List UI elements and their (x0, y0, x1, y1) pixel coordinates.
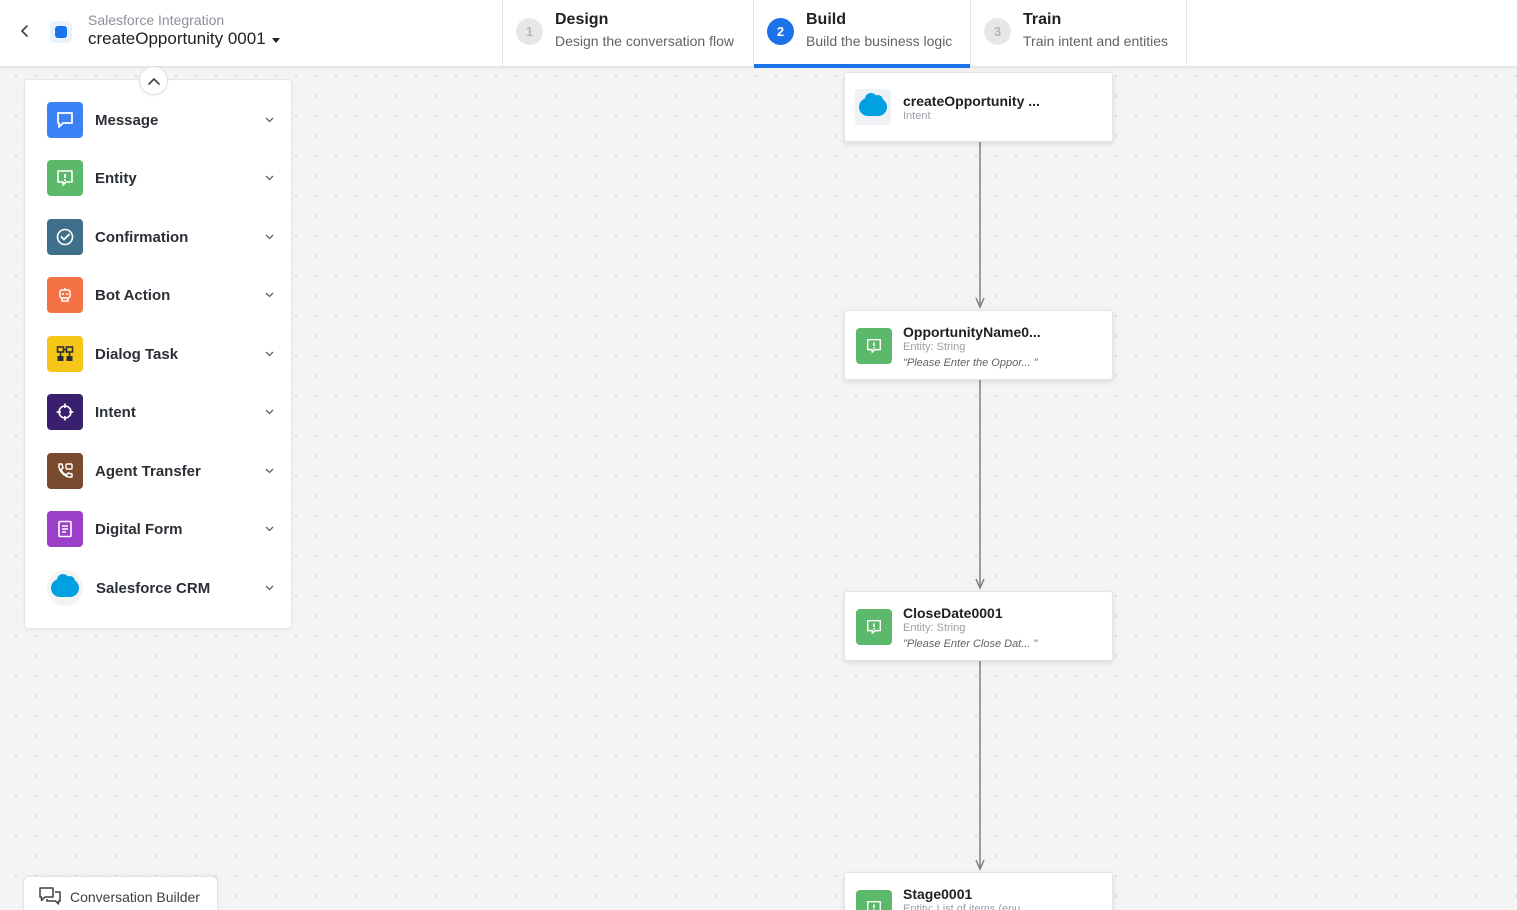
palette-item-confirmation[interactable]: Confirmation (47, 218, 275, 256)
palette-item-label: Salesforce CRM (96, 579, 211, 597)
palette-item-intent[interactable]: Intent (47, 393, 275, 431)
node-prompt: "Please Enter Close Dat... " (903, 638, 1038, 650)
step-description: Train intent and entities (1023, 33, 1169, 49)
step-title: Train (1023, 11, 1062, 28)
bot-action-icon (47, 277, 83, 313)
bot-selector[interactable]: createOpportunity 0001 (88, 29, 280, 49)
node-title: createOpportunity ... (903, 93, 1040, 109)
node-title: CloseDate0001 (903, 605, 1003, 621)
step-description: Design the conversation flow (555, 33, 734, 49)
chevron-down-icon[interactable] (263, 465, 275, 477)
caret-down-icon (271, 38, 280, 43)
chevron-down-icon[interactable] (263, 406, 275, 418)
message-icon (47, 102, 83, 138)
palette-item-label: Bot Action (95, 286, 171, 304)
conversation-builder-label: Conversation Builder (70, 889, 200, 905)
entity-icon (856, 609, 892, 645)
flow-node-intent[interactable]: createOpportunity ... Intent (844, 72, 1113, 142)
step-description: Build the business logic (806, 33, 953, 49)
chevron-left-icon (21, 25, 28, 37)
node-type: Entity: String (903, 341, 966, 353)
palette-item-label: Confirmation (95, 228, 189, 246)
step-number: 3 (984, 18, 1011, 45)
collapse-palette-button[interactable] (139, 66, 168, 95)
tab-build[interactable]: 2 Build Build the business logic (753, 0, 970, 68)
palette-item-label: Dialog Task (95, 345, 179, 363)
chevron-down-icon[interactable] (263, 114, 275, 126)
step-number: 2 (767, 18, 794, 45)
palette-item-digital-form[interactable]: Digital Form (47, 510, 275, 548)
palette-item-label: Agent Transfer (95, 462, 201, 480)
entity-icon (47, 160, 83, 196)
chevron-down-icon[interactable] (263, 348, 275, 360)
dialog-task-icon (47, 336, 83, 372)
node-title: OpportunityName0... (903, 324, 1041, 340)
chevron-up-icon (147, 77, 160, 85)
chevron-down-icon[interactable] (263, 582, 275, 594)
app-subtitle: Salesforce Integration (88, 12, 225, 28)
tab-design[interactable]: 1 Design Design the conversation flow (502, 0, 753, 67)
step-number: 1 (516, 18, 543, 45)
entity-icon (856, 328, 892, 364)
palette-item-label: Digital Form (95, 520, 183, 538)
flow-node-entity[interactable]: OpportunityName0... Entity: String "Plea… (844, 310, 1113, 380)
chevron-down-icon[interactable] (263, 523, 275, 535)
node-prompt: "Please Enter the Oppor... " (903, 357, 1038, 369)
palette-item-salesforce-crm[interactable]: Salesforce CRM (47, 569, 275, 607)
node-palette: Message Entity Confirmation Bot Action D… (24, 79, 292, 629)
node-title: Stage0001 (903, 886, 973, 902)
intent-icon (47, 394, 83, 430)
entity-icon (856, 890, 892, 910)
palette-item-dialog-task[interactable]: Dialog Task (47, 335, 275, 373)
agent-transfer-icon (47, 453, 83, 489)
app-title: createOpportunity 0001 (88, 29, 266, 48)
node-type: Entity: List of items (enu... (903, 903, 1030, 910)
confirmation-icon (47, 219, 83, 255)
palette-item-label: Entity (95, 169, 137, 187)
salesforce-icon (855, 89, 891, 125)
palette-item-message[interactable]: Message (47, 101, 275, 139)
palette-item-label: Intent (95, 403, 136, 421)
step-tabs: 1 Design Design the conversation flow 2 … (502, 0, 1187, 68)
palette-item-label: Message (95, 111, 159, 129)
flow-node-entity[interactable]: Stage0001 Entity: List of items (enu... (844, 872, 1113, 910)
chevron-down-icon[interactable] (263, 231, 275, 243)
chevron-down-icon[interactable] (263, 172, 275, 184)
top-header: Salesforce Integration createOpportunity… (0, 0, 1517, 68)
palette-item-entity[interactable]: Entity (47, 159, 275, 197)
palette-item-agent-transfer[interactable]: Agent Transfer (47, 452, 275, 490)
bot-app-icon (50, 21, 72, 43)
chat-bubbles-icon (39, 887, 61, 905)
node-type: Intent (903, 110, 931, 122)
salesforce-icon (47, 570, 83, 606)
node-type: Entity: String (903, 622, 966, 634)
step-title: Build (806, 11, 846, 28)
step-title: Design (555, 11, 609, 28)
chevron-down-icon[interactable] (263, 289, 275, 301)
conversation-builder-button[interactable]: Conversation Builder (23, 876, 218, 910)
flow-node-entity[interactable]: CloseDate0001 Entity: String "Please Ent… (844, 591, 1113, 661)
palette-item-bot-action[interactable]: Bot Action (47, 276, 275, 314)
tab-train[interactable]: 3 Train Train intent and entities (970, 0, 1187, 67)
digital-form-icon (47, 511, 83, 547)
back-button[interactable] (14, 20, 36, 42)
